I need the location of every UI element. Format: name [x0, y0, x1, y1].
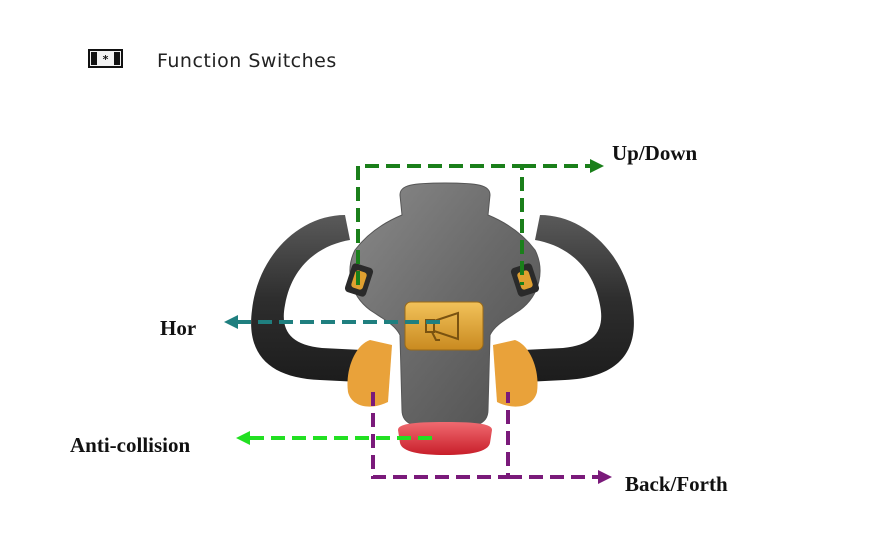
back-forth-arrowhead — [598, 470, 612, 484]
hor-arrowhead — [224, 315, 238, 329]
anti-collision-arrowhead — [236, 431, 250, 445]
anti-collision-button — [398, 422, 492, 455]
handle-grips — [251, 215, 634, 382]
page-title: Function Switches — [157, 50, 337, 72]
horn-button — [404, 301, 484, 351]
updown-arrowhead — [590, 159, 604, 173]
switch-icon: * — [88, 49, 123, 68]
label-hor: Hor — [160, 316, 197, 340]
label-back-forth: Back/Forth — [625, 472, 728, 496]
side-switches — [347, 340, 538, 407]
label-up-down: Up/Down — [612, 141, 698, 165]
label-anti-collision: Anti-collision — [70, 433, 191, 457]
svg-text:*: * — [103, 53, 109, 66]
updown-callout — [356, 164, 592, 285]
back-forth-callout — [371, 392, 600, 479]
